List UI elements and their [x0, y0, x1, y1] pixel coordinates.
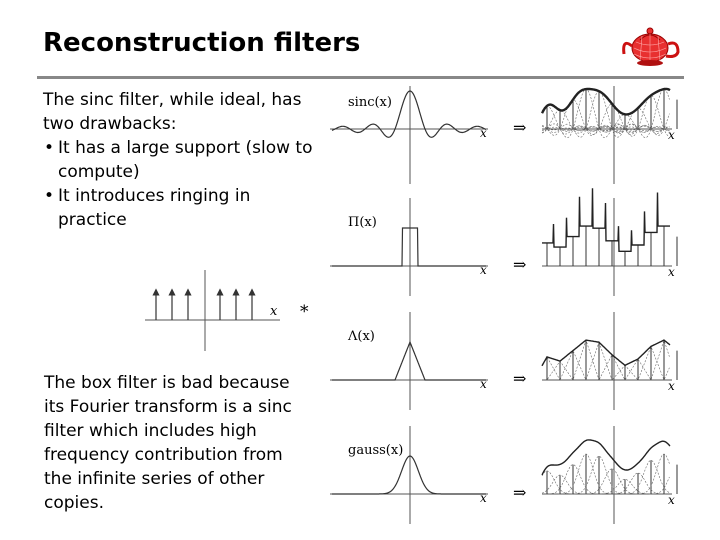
kernel-curve: [332, 456, 486, 494]
kernel-axis-label: x: [480, 263, 487, 277]
result-axis-label: x: [668, 379, 675, 393]
kernel-curve: [332, 228, 486, 266]
filter-row: Λ(x) x ⇒ x: [330, 312, 677, 410]
intro-block: The sinc filter, while ideal, has two dr…: [43, 88, 313, 232]
kernel-copy: [623, 460, 670, 494]
implies-symbol: ⇒: [513, 118, 526, 137]
title-divider: [37, 76, 684, 79]
drawback-item: It has a large support (slow to compute): [43, 136, 313, 184]
implies-symbol: ⇒: [513, 483, 526, 502]
comb-impulses: [156, 292, 252, 320]
result-axis-label: x: [668, 265, 675, 279]
slide-title: Reconstruction filters: [43, 28, 360, 58]
implies-symbol: ⇒: [513, 369, 526, 388]
kernel-label: Π(x): [348, 215, 377, 230]
kernel-label: gauss(x): [348, 443, 403, 458]
kernel-copy: [649, 477, 669, 494]
box-filter-paragraph: The box filter is bad because its Fourie…: [44, 371, 314, 515]
sample-comb-figure: x *: [140, 265, 320, 355]
teapot-logo: [618, 16, 682, 70]
kernel-axis-label: x: [480, 491, 487, 505]
result-axis-label: x: [668, 128, 675, 142]
filter-row: gauss(x) x ⇒ x: [330, 426, 677, 524]
kernel-copy: [651, 341, 669, 380]
filter-row: Π(x) x ⇒ x: [330, 188, 677, 296]
drawback-item: It introduces ringing in practice: [43, 184, 313, 232]
kernel-curve: [332, 342, 486, 380]
drawback-list: It has a large support (slow to compute)…: [43, 136, 313, 232]
result-axis-label: x: [668, 493, 675, 507]
kernel-label: Λ(x): [347, 329, 375, 344]
kernel-axis-label: x: [480, 377, 487, 391]
comb-axis-label: x: [270, 304, 278, 319]
convolution-symbol: *: [300, 302, 309, 322]
kernel-label: sinc(x): [348, 95, 392, 110]
kernel-axis-label: x: [480, 126, 487, 140]
intro-sentence: The sinc filter, while ideal, has two dr…: [43, 88, 313, 136]
filter-row: sinc(x) x ⇒ x: [330, 86, 677, 184]
implies-symbol: ⇒: [513, 255, 526, 274]
kernel-copy: [665, 368, 670, 379]
